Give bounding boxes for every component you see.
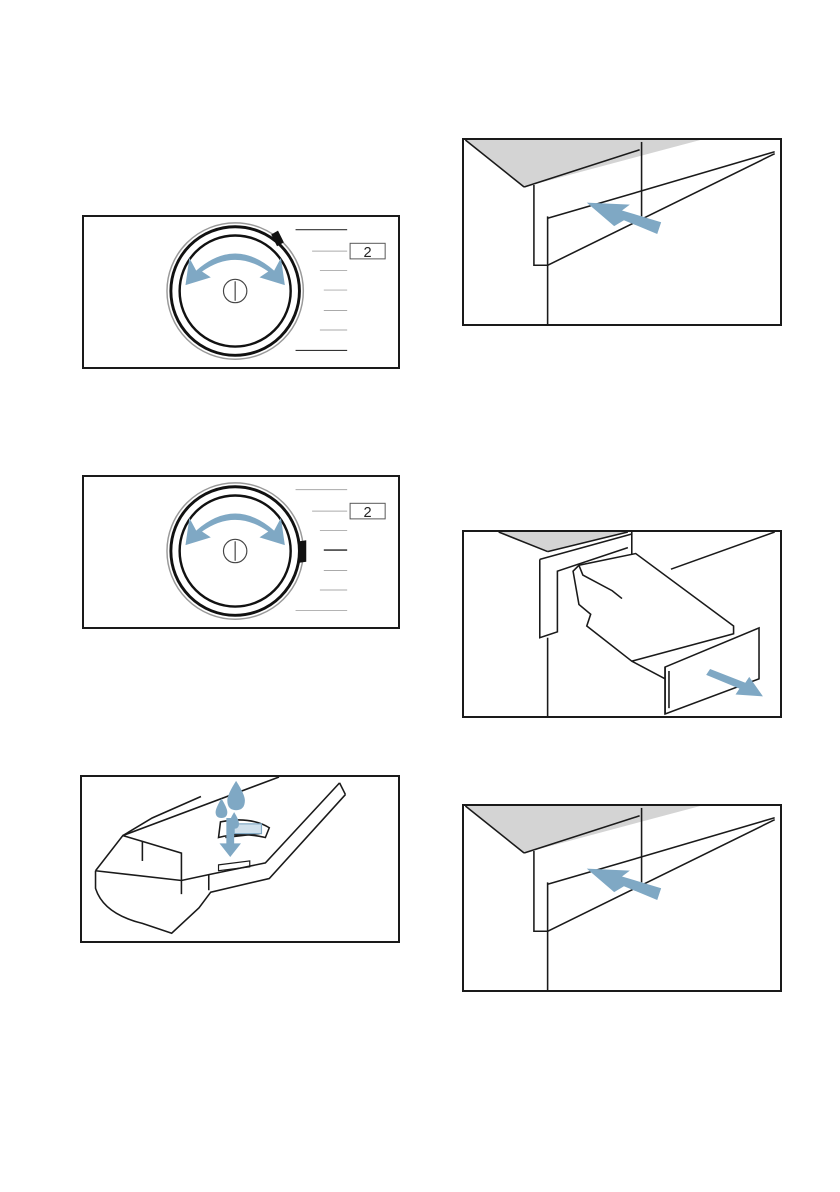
dial-illustration: 2 (84, 217, 398, 367)
push-arrow-icon (587, 869, 661, 900)
dial-figure-top: 2 (82, 215, 400, 369)
dial-position-label: 2 (364, 245, 372, 261)
drawer-illustration (464, 806, 780, 990)
dial-illustration: 2 (84, 477, 398, 627)
drawer-illustration (464, 532, 780, 716)
drawer-push-figure-1 (462, 138, 782, 326)
drawer-illustration (464, 140, 780, 324)
water-drop-icon (216, 798, 228, 818)
push-arrow-icon (587, 203, 661, 234)
dial-figure-side: 2 (82, 475, 400, 629)
rotate-arrow-icon (185, 254, 284, 286)
dial-position-label: 2 (364, 505, 372, 521)
softener-insert-figure (80, 775, 400, 943)
drawer-push-figure-2 (462, 804, 782, 992)
water-drop-icon (227, 781, 245, 810)
rotate-arrow-icon (185, 514, 284, 546)
insert-illustration (82, 777, 398, 941)
drawer-pull-figure (462, 530, 782, 718)
